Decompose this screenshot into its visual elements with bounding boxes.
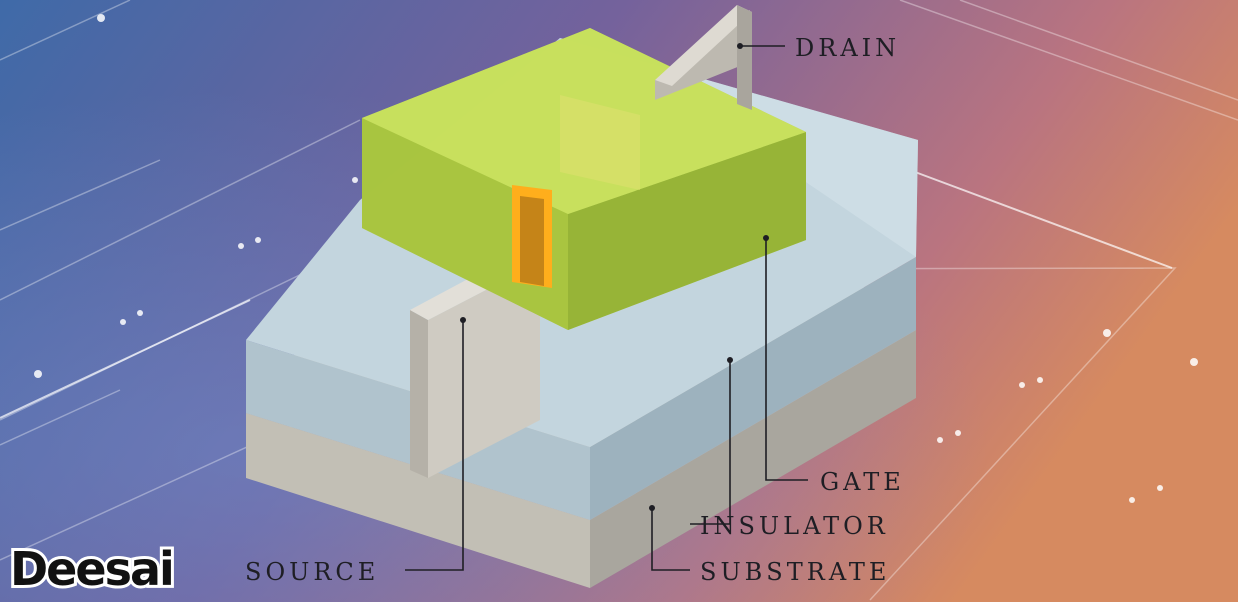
label-gate: GATE bbox=[820, 468, 905, 496]
fin-drain bbox=[655, 5, 752, 110]
gate-block bbox=[362, 28, 806, 330]
circuit-dots bbox=[34, 14, 1198, 503]
leader-lines bbox=[405, 45, 808, 571]
logo-outline: Deesai bbox=[10, 542, 173, 596]
deesai-logo: Deesai Deesai bbox=[7, 539, 178, 599]
label-drain: DRAIN bbox=[795, 34, 900, 62]
leader-dots bbox=[460, 43, 769, 511]
label-source: SOURCE bbox=[245, 558, 379, 586]
label-insulator: INSULATOR bbox=[700, 512, 889, 540]
logo-text: Deesai bbox=[10, 542, 173, 596]
label-substrate: SUBSTRATE bbox=[700, 558, 890, 586]
highlight-lines bbox=[0, 171, 1173, 419]
